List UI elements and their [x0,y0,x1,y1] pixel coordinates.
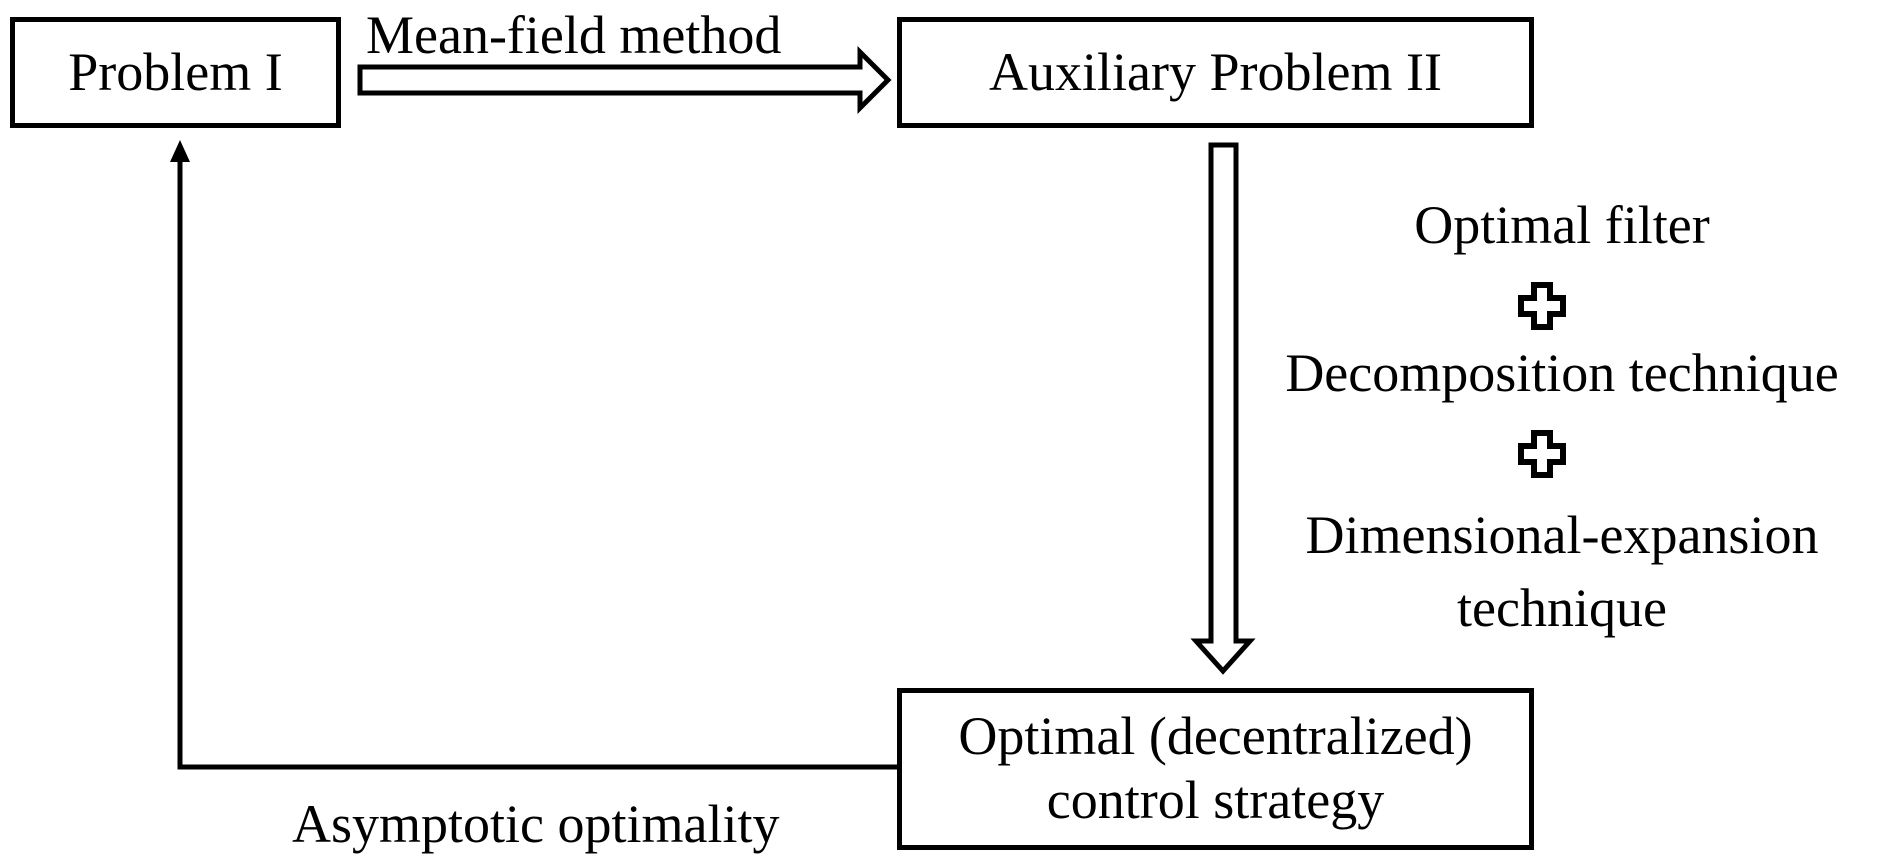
auxiliary-problem-2-box: Auxiliary Problem II [897,17,1534,128]
optimal-filter-label: Optimal filter [1414,195,1710,255]
mean-field-arrow [357,45,892,115]
decomposition-technique-label: Decomposition technique [1285,343,1839,403]
asymptotic-feedback-arrowhead [170,140,190,162]
asymptotic-optimality-label: Asymptotic optimality [292,794,780,854]
asymptotic-feedback-line [177,160,899,770]
dimensional-expansion-label-line2: technique [1457,578,1667,638]
problem-1-label: Problem I [68,41,283,102]
problem-1-box: Problem I [10,17,341,128]
plus-icon [1518,430,1566,478]
auxiliary-problem-2-label: Auxiliary Problem II [989,41,1442,102]
optimal-strategy-box: Optimal (decentralized) control strategy [897,688,1534,850]
techniques-arrow [1190,142,1256,675]
plus-icon [1518,282,1566,330]
optimal-strategy-label-line1: Optimal (decentralized) [958,706,1473,767]
dimensional-expansion-label-line1: Dimensional-expansion [1305,505,1819,565]
mean-field-label: Mean-field method [366,5,782,65]
optimal-strategy-label-line2: control strategy [1046,770,1385,830]
